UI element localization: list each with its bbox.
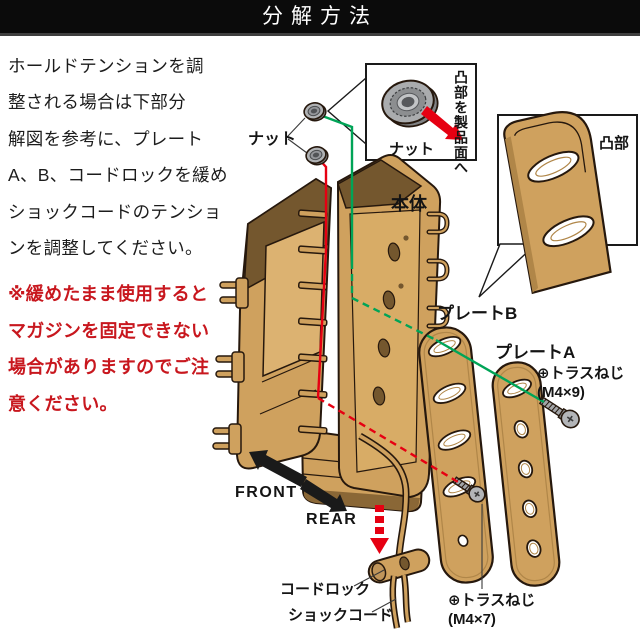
cord-lock-label: コードロック: [280, 581, 371, 598]
rear-direction-arrow: [300, 479, 347, 512]
warning-line: 意ください。: [8, 393, 118, 414]
intro-line: 解図を参考に、プレート: [8, 128, 204, 149]
page-title: 分解方法: [262, 5, 378, 28]
screw-m4x9-label: ⊕トラスねじ (M4×9): [537, 364, 624, 402]
warning-line: 場合がありますのでご注: [8, 357, 210, 378]
intro-line: 整される場合は下部分: [8, 92, 186, 113]
plate-b-zoom-illustration: [503, 111, 612, 295]
screw-m4x9-icon: [538, 396, 580, 429]
pull-down-arrow: [370, 505, 389, 554]
intro-line: ンを調整してください。: [8, 238, 203, 259]
shock-cord-routing-green: [316, 112, 545, 404]
header-bar: 分解方法: [0, 0, 640, 36]
plate-b-illustration: [418, 326, 494, 584]
cord-lock-illustration: [367, 548, 431, 584]
protrusion-note-vertical-label: 凸部を製品面へ: [453, 70, 469, 175]
screw-m4x9-label-line1: ⊕トラスねじ: [537, 365, 625, 382]
rear-label: REAR: [306, 511, 358, 528]
inset-direction-arrow: [421, 106, 463, 140]
nut-label: ナット: [248, 131, 297, 148]
nut-lower-icon: [305, 146, 329, 166]
warning-line: マガジンを固定できない: [8, 320, 210, 341]
screw-m4x7-label: ⊕トラスねじ (M4×7): [448, 591, 535, 629]
nut-upper-icon: [303, 102, 327, 122]
screw-m4x7-label-line1: ⊕トラスねじ: [448, 592, 536, 609]
main-body-label: 本体: [391, 194, 427, 214]
warning-text: ※緩めたまま使用すると マガジンを固定できない 場合がありますのでご注 意くださ…: [8, 276, 232, 422]
plate-a-label: プレートA: [495, 343, 576, 362]
intro-line: ショックコードのテンショ: [8, 201, 222, 222]
intro-text: ホールドテンションを調 整される場合は下部分 解図を参考に、プレート A、B、コ…: [8, 48, 232, 266]
protrusion-inset-callout-wedge: [478, 243, 538, 298]
screw-m4x9-label-line2: (M4×9): [537, 384, 585, 401]
plate-a-illustration: [491, 361, 561, 587]
protrusion-label: 凸部: [599, 135, 630, 152]
warning-line: ※緩めたまま使用すると: [8, 284, 209, 304]
front-direction-arrow: [249, 450, 307, 487]
plate-b-label: プレートB: [437, 304, 518, 323]
front-label: FRONT: [235, 484, 298, 501]
shock-cord-illustration: [358, 432, 410, 559]
label-leader-lines: [287, 117, 483, 613]
nut-inset-callout-wedge: [326, 76, 367, 146]
intro-line: ホールドテンションを調: [8, 56, 204, 76]
shock-cord-ends: [389, 574, 412, 629]
screw-m4x7-label-line2: (M4×7): [448, 611, 496, 628]
intro-line: A、B、コードロックを緩め: [8, 165, 228, 186]
shock-cord-label: ショックコード: [288, 607, 394, 624]
nut-inset-label: ナット: [389, 141, 435, 158]
pouch-body-illustration: [212, 154, 450, 513]
